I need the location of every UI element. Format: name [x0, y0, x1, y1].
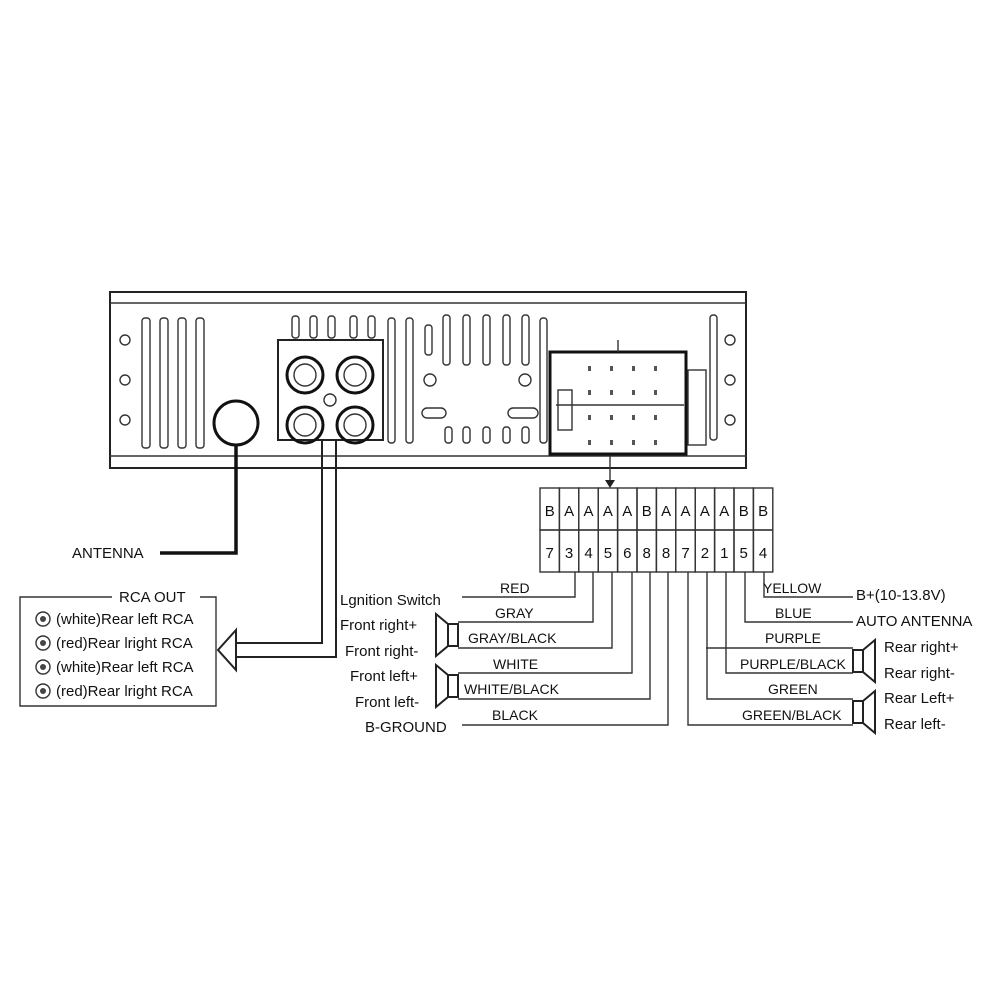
wire	[462, 572, 669, 726]
pin-letter: B	[642, 503, 652, 520]
wire-color-label: PURPLE/BLACK	[740, 656, 846, 672]
pin-number: 3	[565, 545, 573, 562]
pin-letter: A	[564, 503, 574, 520]
pin-letter: A	[583, 503, 593, 520]
antenna-socket	[212, 399, 260, 447]
pin-number: 8	[643, 545, 651, 562]
antenna-label: ANTENNA	[72, 545, 144, 562]
pin-number: 4	[759, 545, 767, 562]
rca-lead	[236, 440, 337, 658]
mount-hole	[119, 334, 131, 346]
mount-hole	[119, 414, 131, 426]
rca-item: (white)Rear left RCA	[35, 659, 194, 676]
terminal-label: Front right-	[345, 643, 418, 660]
pin-table: B 7 A 3 A 4 A 5 A 6 B 8 A 8 A 7 A 2 A 1 B 5 B 4	[539, 487, 774, 573]
wire	[706, 572, 853, 700]
rca-item-label: (red)Rear lright RCA	[56, 683, 193, 700]
pin-letter: A	[719, 503, 729, 520]
wire	[744, 572, 853, 623]
terminal-label: Front left-	[355, 694, 419, 711]
wire	[687, 572, 853, 726]
mount-hole	[724, 374, 736, 386]
iso-connector	[548, 314, 718, 488]
wire-color-label: BLUE	[775, 605, 812, 621]
pin-letter: A	[603, 503, 613, 520]
wire-color-label: GREEN	[768, 681, 818, 697]
head-unit-outline	[109, 291, 747, 469]
terminal-label: B+(10-13.8V)	[856, 587, 946, 604]
pin-letter: B	[545, 503, 555, 520]
antenna-wire	[160, 445, 238, 555]
wire	[462, 572, 576, 598]
terminal-label: Rear Left+	[884, 690, 955, 707]
pin-number: 5	[740, 545, 748, 562]
pin-letter: A	[680, 503, 690, 520]
mount-hole	[119, 374, 131, 386]
rca-lead	[236, 440, 323, 644]
rca-item-label: (white)Rear left RCA	[56, 611, 194, 628]
wire-color-label: RED	[500, 580, 530, 596]
pin-letter: A	[622, 503, 632, 520]
wire-color-label: GREEN/BLACK	[742, 707, 842, 723]
rca-item: (red)Rear lright RCA	[35, 635, 193, 652]
terminal-label: Lgnition Switch	[340, 592, 441, 609]
speaker-front-right	[435, 611, 459, 659]
terminal-label: Rear right+	[884, 639, 959, 656]
terminal-label: Rear left-	[884, 716, 946, 733]
terminal-label: Rear right-	[884, 665, 955, 682]
pin-number: 6	[623, 545, 631, 562]
rca-arrow	[216, 627, 237, 673]
pin-letter: B	[758, 503, 768, 520]
terminal-label: AUTO ANTENNA	[856, 613, 972, 630]
wire	[458, 572, 633, 674]
pin-number: 8	[662, 545, 670, 562]
head-unit	[109, 291, 747, 488]
vent-slots-center	[421, 314, 548, 444]
wire-color-label: YELLOW	[763, 580, 822, 596]
pin-letter: A	[661, 503, 671, 520]
mount-hole	[724, 334, 736, 346]
rca-item: (red)Rear lright RCA	[35, 683, 193, 700]
pin-letter: B	[739, 503, 749, 520]
speaker-rear-right	[852, 637, 876, 685]
terminal-label: B-GROUND	[365, 719, 447, 736]
rca-item-label: (red)Rear lright RCA	[56, 635, 193, 652]
pin-number: 5	[604, 545, 612, 562]
terminal-label: Front right+	[340, 617, 417, 634]
rca-jack-block	[277, 339, 384, 441]
rca-jacks	[285, 355, 375, 445]
rca-out-legend: RCA OUT (white)Rear left RCA (red)Rear l…	[19, 589, 217, 707]
speaker-front-left	[435, 662, 459, 710]
wire-color-label: GRAY	[495, 605, 534, 621]
pin-number: 4	[584, 545, 592, 562]
wire	[458, 572, 651, 700]
mount-hole	[724, 414, 736, 426]
pin-letter: A	[700, 503, 710, 520]
wire-color-label: WHITE	[493, 656, 538, 672]
wire	[458, 572, 613, 649]
wire-color-label: GRAY/BLACK	[468, 630, 557, 646]
wire-color-label: WHITE/BLACK	[464, 681, 560, 697]
speaker-rear-left	[852, 688, 876, 736]
wire	[763, 572, 853, 598]
pin-cell	[752, 529, 774, 573]
wire	[725, 572, 853, 674]
rca-item-label: (white)Rear left RCA	[56, 659, 194, 676]
rca-out-title: RCA OUT	[119, 589, 186, 606]
wire-color-label: BLACK	[492, 707, 539, 723]
rca-item: (white)Rear left RCA	[35, 611, 194, 628]
wire	[458, 572, 594, 623]
vent-slots-left	[141, 317, 205, 449]
pin-number: 1	[720, 545, 728, 562]
pin-number: 2	[701, 545, 709, 562]
pin-number: 7	[681, 545, 689, 562]
vent-slots-mid	[291, 315, 414, 444]
wire-harness	[458, 572, 853, 726]
wire-color-label: PURPLE	[765, 630, 821, 646]
pin-number: 7	[546, 545, 554, 562]
terminal-label: Front left+	[350, 668, 418, 685]
